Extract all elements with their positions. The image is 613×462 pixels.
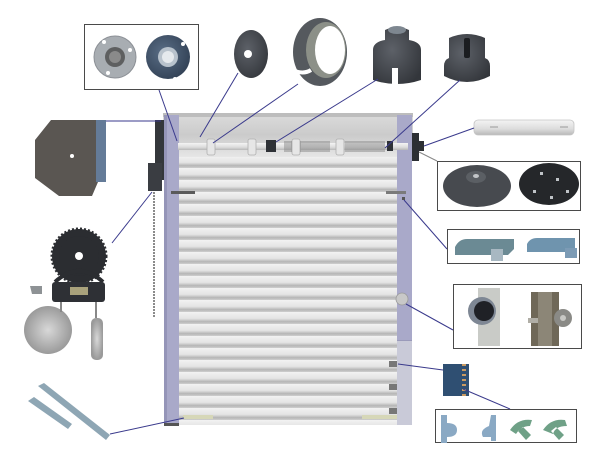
guide-rail-caps-icon — [455, 238, 577, 261]
spring-plug-icon — [444, 34, 490, 82]
lock-set-icon — [468, 288, 572, 346]
wind-locks-icon — [441, 415, 567, 443]
bearing-flanges-icon — [93, 35, 190, 81]
end-cap-ring-icon — [292, 18, 347, 86]
brush-seal-icon — [443, 364, 469, 396]
roller-door — [148, 113, 424, 426]
drive-plates-icon — [443, 163, 579, 207]
axle-tube-icon — [473, 119, 575, 136]
bottom-brackets-icon — [28, 383, 110, 440]
leader-lines — [106, 72, 511, 435]
side-bracket-plate-icon — [35, 120, 106, 196]
washer-disc-icon — [234, 30, 268, 78]
spring-bush-icon — [373, 26, 421, 84]
chain-hoist-icon — [24, 227, 108, 360]
